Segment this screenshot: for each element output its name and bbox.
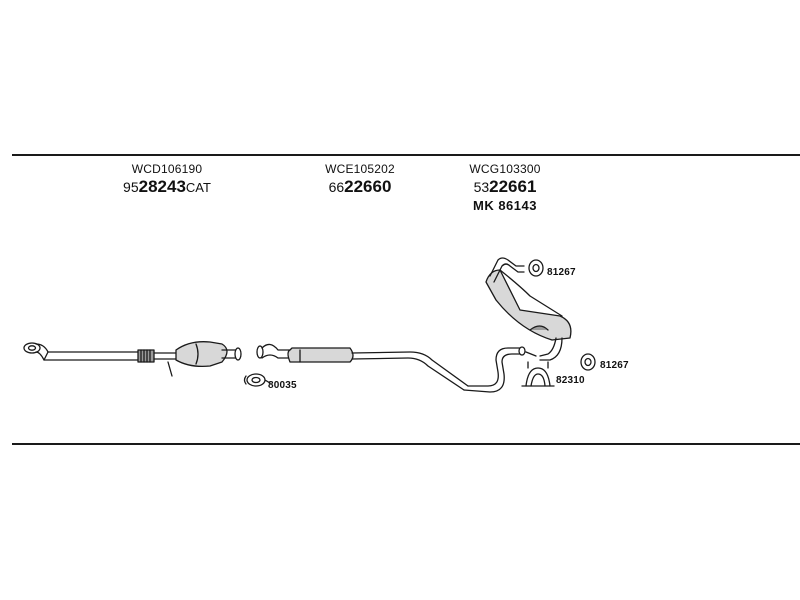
catalytic-converter [175,341,242,368]
clamp-callout: 82310 [556,375,585,386]
rear-silencer [485,257,572,361]
bottom-divider [12,443,800,445]
part-prefix: 95 [123,179,139,195]
gasket-part [243,373,271,387]
clamp-part [521,361,555,387]
assembly-code: WCG103300 [469,162,541,176]
top-divider [12,154,800,156]
part-main: 28243 [138,177,186,196]
hanger-top-callout: 81267 [547,267,576,278]
front-pipe-catalyst-group: WCD106190 9528243CAT [112,162,222,198]
part-number: 6622660 [310,177,410,198]
assembly-code: WCD106190 [131,162,203,176]
part-suffix: CAT [185,180,211,195]
rear-pipe [463,346,526,393]
part-main: 22660 [344,177,392,196]
middle-silencer [256,343,469,391]
mounting-kit-number: MK 86143 [473,198,537,213]
flex-joint [137,349,179,377]
hanger-rubber-bottom [580,353,596,371]
assembly-code: WCE105202 [325,162,395,176]
part-main: 22661 [489,177,537,196]
part-prefix: 53 [473,179,490,195]
part-number: 9528243CAT [112,177,222,198]
hanger-bottom-callout: 81267 [600,360,629,371]
rear-silencer-group: WCG103300 5322661 MK 86143 [455,162,555,213]
part-number: 5322661 [455,177,555,198]
hanger-rubber-top [528,259,544,277]
gasket-callout: 80035 [268,380,297,391]
front-pipe [23,342,141,361]
middle-silencer-group: WCE105202 6622660 [310,162,410,198]
part-prefix: 66 [328,179,345,195]
